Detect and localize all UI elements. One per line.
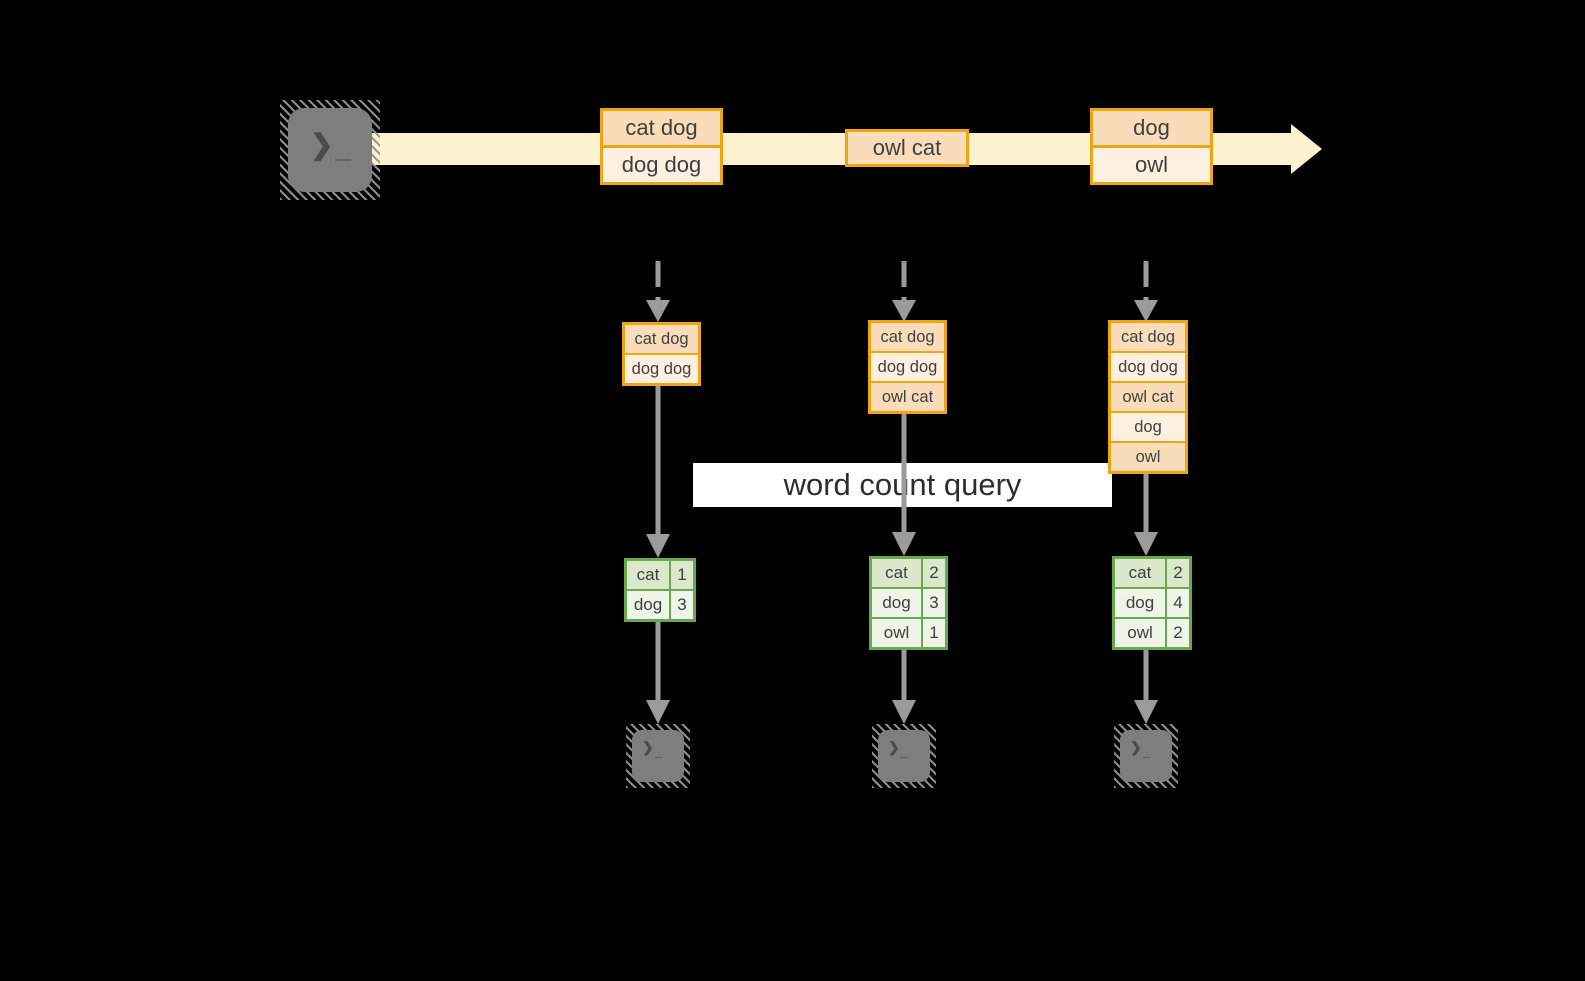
state-row: owl cat (871, 381, 944, 411)
stream-event-row: owl cat (848, 132, 966, 164)
count-row: cat 2 (1115, 559, 1189, 587)
state-row: cat dog (871, 323, 944, 351)
count-value-cell: 2 (1165, 559, 1189, 587)
count-word-cell: cat (885, 563, 908, 582)
terminal-prompt-cursor: _ (335, 132, 354, 163)
state-row: dog dog (625, 353, 698, 383)
count-value-cell: 4 (1165, 589, 1189, 617)
output-arrowhead-icon (1134, 700, 1158, 724)
count-word-cell: dog (633, 595, 663, 614)
stream-event-box-3: dog owl (1090, 108, 1213, 185)
terminal-prompt-cursor: _ (1142, 743, 1152, 759)
stream-event-row: owl (1093, 145, 1210, 182)
state-row: owl cat (1111, 381, 1185, 411)
count-table-2: cat 2 dog 3 owl 1 (869, 556, 948, 650)
stream-event-box-2: owl cat (845, 129, 969, 167)
output-arrowhead-icon (892, 700, 916, 724)
dashed-arrowhead-icon (892, 300, 916, 322)
dashed-arrowhead-icon (1134, 300, 1158, 322)
count-word-cell: cat (636, 565, 660, 584)
terminal-screen: ❯_ (1120, 730, 1172, 782)
terminal-screen: ❯_ (288, 108, 372, 192)
state-box-3: cat dog dog dog owl cat dog owl (1108, 320, 1188, 474)
count-row: owl 1 (872, 617, 945, 647)
count-word-cell: owl (1127, 623, 1153, 642)
stream-event-row: cat dog (603, 111, 720, 145)
terminal-prompt-cursor: _ (654, 743, 664, 759)
count-word-cell: dog (1125, 593, 1155, 612)
output-arrowhead-icon (646, 700, 670, 724)
state-row: cat dog (1111, 323, 1185, 351)
count-row: cat 1 (627, 561, 693, 589)
count-word-cell: cat (1128, 563, 1152, 582)
count-row: dog 3 (872, 587, 945, 617)
count-row: cat 2 (872, 559, 945, 587)
terminal-prompt-chevron: ❯ (888, 739, 901, 755)
count-word-cell: dog (882, 593, 911, 612)
count-table-1: cat 1 dog 3 (624, 558, 696, 622)
count-row: owl 2 (1115, 617, 1189, 647)
terminal-prompt-cursor: _ (900, 743, 910, 759)
output-terminal-icon-3: ❯_ (1114, 724, 1178, 788)
count-value-cell: 2 (921, 559, 945, 587)
count-value-cell: 1 (669, 561, 693, 589)
count-value-cell: 3 (921, 589, 945, 617)
state-box-2: cat dog dog dog owl cat (868, 320, 947, 414)
state-row: dog dog (871, 351, 944, 381)
source-terminal-icon: ❯_ (280, 100, 380, 200)
output-terminal-icon-1: ❯_ (626, 724, 690, 788)
query-arrowhead-icon (1134, 532, 1158, 556)
dashed-arrowhead-icon (646, 300, 670, 322)
count-row: dog 4 (1115, 587, 1189, 617)
stream-event-box-1: cat dog dog dog (600, 108, 723, 185)
output-terminal-icon-2: ❯_ (872, 724, 936, 788)
query-arrowhead-icon (646, 534, 670, 558)
terminal-screen: ❯_ (878, 730, 930, 782)
state-row: dog (1111, 411, 1185, 441)
state-row: owl (1111, 441, 1185, 471)
count-table-3: cat 2 dog 4 owl 2 (1112, 556, 1192, 650)
stream-event-row: dog dog (603, 145, 720, 182)
count-value-cell: 2 (1165, 619, 1189, 647)
state-box-1: cat dog dog dog (622, 322, 701, 386)
count-word-cell: owl (883, 623, 910, 642)
terminal-prompt-chevron: ❯ (642, 739, 655, 755)
state-row: dog dog (1111, 351, 1185, 381)
count-value-cell: 1 (921, 619, 945, 647)
terminal-screen: ❯_ (632, 730, 684, 782)
stream-timeline-arrowhead-icon (1291, 124, 1322, 174)
state-row: cat dog (625, 325, 698, 353)
count-value-cell: 3 (669, 591, 693, 619)
stream-event-row: dog (1093, 111, 1210, 145)
terminal-prompt-chevron: ❯ (1130, 739, 1143, 755)
query-arrowhead-icon (892, 532, 916, 556)
count-row: dog 3 (627, 589, 693, 619)
terminal-prompt-chevron: ❯ (310, 129, 336, 160)
